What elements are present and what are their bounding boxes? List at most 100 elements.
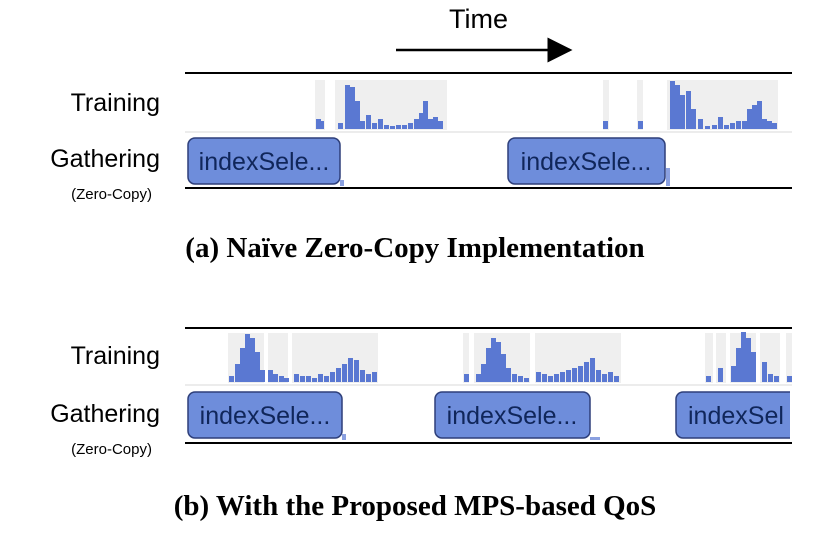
- activity-bar: [366, 374, 371, 382]
- activity-bar: [524, 378, 529, 382]
- activity-bar: [342, 364, 347, 382]
- activity-bar: [767, 121, 772, 129]
- activity-bar: [350, 87, 355, 129]
- activity-region: [705, 333, 713, 383]
- activity-bar: [260, 370, 265, 382]
- activity-bar: [736, 348, 741, 382]
- activity-bar: [419, 113, 424, 129]
- activity-bar: [423, 101, 428, 129]
- activity-bar: [408, 123, 413, 129]
- activity-region: [603, 80, 609, 130]
- activity-bar: [279, 376, 284, 382]
- activity-bar: [414, 119, 419, 129]
- activity-bar: [603, 121, 608, 129]
- activity-bar: [560, 372, 565, 382]
- activity-bar: [608, 372, 613, 382]
- activity-bar: [300, 376, 305, 382]
- activity-bar: [250, 338, 255, 382]
- activity-bar: [240, 348, 245, 382]
- activity-bar: [762, 119, 767, 129]
- activity-bar: [751, 352, 756, 382]
- activity-bar: [496, 342, 501, 382]
- activity-bar: [481, 364, 486, 382]
- kernel-label: indexSele...: [199, 148, 330, 176]
- panel-b-training-label: Training: [70, 342, 160, 370]
- activity-bar: [235, 364, 240, 382]
- activity-bar: [542, 374, 547, 382]
- activity-bar: [578, 366, 583, 382]
- panel-a-training-label: Training: [70, 89, 160, 117]
- activity-bar: [572, 368, 577, 382]
- activity-region: [463, 333, 469, 383]
- activity-bar: [229, 376, 234, 382]
- kernel-tail: [666, 168, 670, 186]
- activity-bar: [746, 338, 751, 382]
- activity-bar: [712, 125, 717, 129]
- panel-a: indexSele... indexSele...: [185, 72, 792, 189]
- activity-bar: [378, 119, 383, 129]
- activity-bar: [372, 372, 377, 382]
- activity-bar: [736, 121, 741, 129]
- activity-bar: [354, 360, 359, 382]
- activity-bar: [255, 352, 260, 382]
- activity-bar: [319, 121, 324, 129]
- activity-bar: [438, 121, 443, 129]
- panel-a-training-bars: [316, 81, 777, 129]
- kernel-label: indexSel: [688, 402, 784, 430]
- activity-bar: [724, 125, 729, 129]
- activity-bar: [590, 358, 595, 382]
- activity-bar: [318, 374, 323, 382]
- kernel-block: indexSele...: [187, 391, 343, 439]
- activity-bar: [772, 123, 777, 129]
- kernel-tail: [342, 434, 346, 440]
- kernel-block: indexSele...: [434, 391, 591, 439]
- activity-bar: [787, 376, 792, 382]
- activity-bar: [752, 105, 757, 129]
- kernel-label: indexSele...: [200, 402, 331, 430]
- panel-b-gathering-label: Gathering: [50, 400, 160, 428]
- activity-bar: [731, 366, 736, 382]
- activity-bar: [336, 368, 341, 382]
- activity-bar: [324, 376, 329, 382]
- kernel-block: indexSele...: [507, 137, 666, 185]
- kernel-tail: [590, 437, 600, 440]
- activity-bar: [512, 374, 517, 382]
- activity-bar: [762, 362, 767, 382]
- activity-bar: [757, 101, 762, 129]
- activity-bar: [294, 374, 299, 382]
- activity-bar: [366, 115, 371, 129]
- activity-bar: [718, 117, 723, 129]
- activity-bar: [742, 121, 747, 129]
- activity-bar: [384, 125, 389, 129]
- activity-bar: [273, 374, 278, 382]
- activity-bar: [348, 358, 353, 382]
- activity-bar: [464, 374, 469, 382]
- activity-bar: [390, 126, 395, 129]
- activity-bar: [486, 348, 491, 382]
- panel-a-gathering-label: Gathering: [50, 145, 160, 173]
- time-label: Time: [449, 4, 508, 34]
- activity-bar: [774, 376, 779, 382]
- activity-bar: [284, 378, 289, 382]
- panel-a-caption: (a) Naïve Zero-Copy Implementation: [185, 232, 645, 264]
- activity-bar: [614, 376, 619, 382]
- kernel-label: indexSele...: [521, 148, 652, 176]
- activity-region: [637, 80, 643, 130]
- activity-bar: [360, 121, 365, 129]
- activity-bar: [584, 362, 589, 382]
- activity-bar: [268, 370, 273, 382]
- activity-bar: [245, 334, 250, 382]
- activity-bar: [506, 368, 511, 382]
- activity-bar: [768, 374, 773, 382]
- activity-bar: [536, 372, 541, 382]
- activity-bar: [396, 125, 401, 129]
- activity-bar: [705, 126, 710, 129]
- activity-bar: [491, 338, 496, 382]
- activity-bar: [501, 354, 506, 382]
- activity-bar: [330, 372, 335, 382]
- activity-bar: [730, 123, 735, 129]
- activity-bar: [338, 123, 343, 129]
- activity-bar: [518, 376, 523, 382]
- activity-bar: [691, 109, 696, 129]
